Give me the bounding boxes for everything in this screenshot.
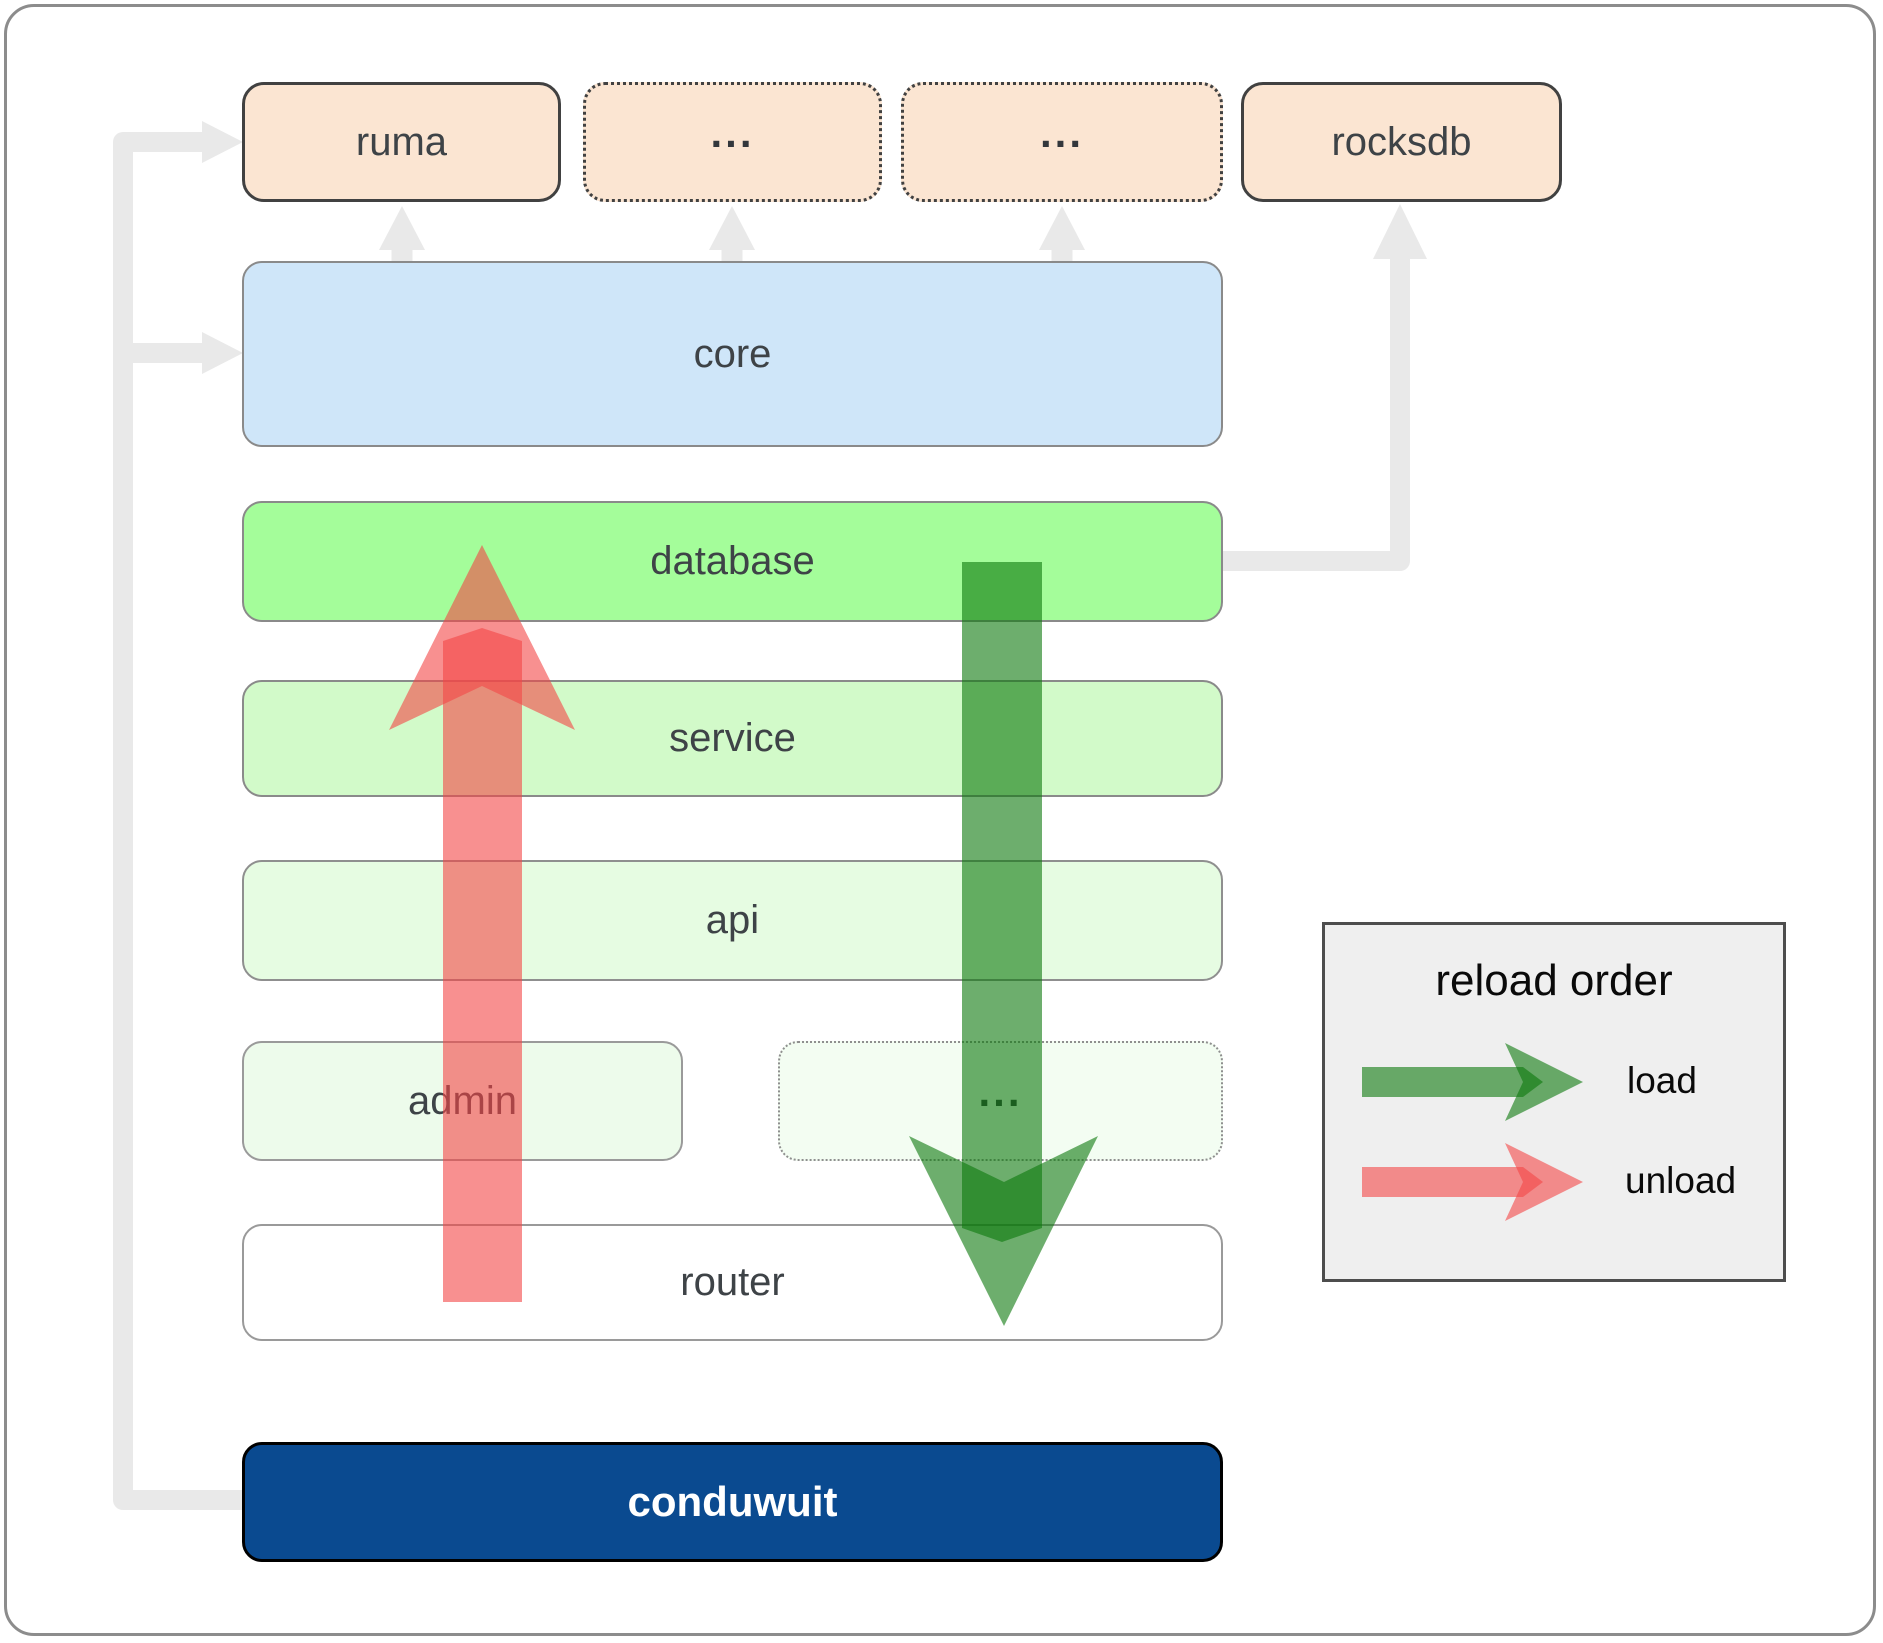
legend-load-label: load [1627,1060,1697,1101]
node-ruma-label: ruma [355,119,448,164]
node-ruma: ruma [242,82,561,202]
diagram-canvas [4,4,1876,1636]
node-ellipsis-top-2: ... [901,82,1223,202]
node-ellipsis-top-1-label: ... [710,109,755,156]
node-rocksdb: rocksdb [1241,82,1562,202]
node-api: api [242,860,1223,981]
node-rocksdb-label: rocksdb [1331,119,1472,164]
node-core: core [242,261,1223,447]
legend-title: reload order [1435,956,1673,1005]
node-service: service [242,680,1223,797]
node-ellipsis-top-1: ... [583,82,882,202]
node-conduwuit: conduwuit [242,1442,1223,1562]
node-api-label: api [705,898,760,942]
node-admin: admin [242,1041,683,1161]
node-database: database [242,501,1223,622]
node-core-label: core [693,331,772,376]
node-database-label: database [650,539,815,583]
node-service-label: service [669,716,796,760]
node-ellipsis-admin: ... [778,1041,1223,1161]
node-conduwuit-label: conduwuit [627,1478,838,1525]
node-router: router [242,1224,1223,1341]
node-ellipsis-admin-label: ... [978,1068,1023,1115]
node-ellipsis-top-2-label: ... [1039,109,1084,156]
node-admin-label: admin [408,1078,517,1123]
node-router-label: router [680,1260,785,1304]
legend-unload-label: unload [1625,1160,1737,1201]
